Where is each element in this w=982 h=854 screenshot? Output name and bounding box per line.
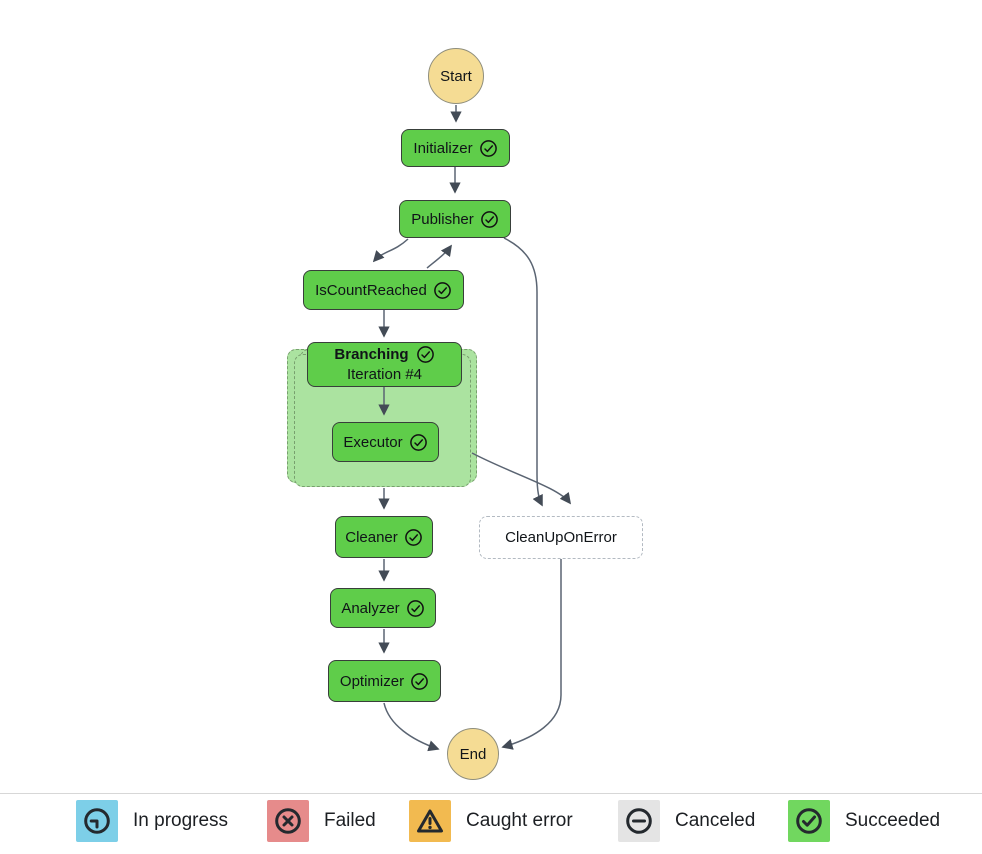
edge-group-cleanuponerror	[471, 452, 572, 505]
clock-icon	[76, 800, 118, 842]
status-succeeded-icon	[406, 599, 425, 618]
node-label: Analyzer	[341, 599, 400, 617]
legend-item-in-progress: In progress	[76, 800, 228, 842]
warning-triangle-icon	[409, 800, 451, 842]
check-circle-icon	[788, 800, 830, 842]
status-succeeded-icon	[410, 672, 429, 691]
edge-publisher-cleanuponerror	[503, 237, 543, 507]
node-sublabel: Iteration #4	[346, 365, 423, 383]
node-label: Executor	[343, 433, 403, 451]
node-label: CleanUpOnError	[505, 529, 617, 546]
status-succeeded-icon	[404, 528, 423, 547]
status-succeeded-icon	[409, 433, 428, 452]
node-label: End	[459, 745, 487, 763]
node-branching[interactable]: Branching Iteration #4	[307, 342, 462, 387]
node-label: Branching	[334, 345, 409, 363]
status-succeeded-icon	[480, 210, 499, 229]
minus-circle-icon	[618, 800, 660, 842]
legend-label: Succeeded	[845, 810, 941, 831]
node-label: Initializer	[413, 139, 473, 157]
graph-edges	[372, 105, 572, 752]
legend-label: Canceled	[675, 810, 756, 831]
node-end[interactable]: End	[447, 728, 499, 780]
node-start[interactable]: Start	[428, 48, 484, 104]
node-analyzer[interactable]: Analyzer	[330, 588, 436, 628]
node-label: Cleaner	[345, 528, 398, 546]
legend-item-caught-error: Caught error	[409, 800, 573, 842]
node-label: Start	[440, 67, 472, 85]
legend-item-failed: Failed	[267, 800, 376, 842]
node-cleanuponerror[interactable]: CleanUpOnError	[479, 516, 643, 559]
edge-iscountreached-publisher	[426, 244, 452, 269]
node-publisher[interactable]: Publisher	[399, 200, 511, 238]
node-initializer[interactable]: Initializer	[401, 129, 510, 167]
legend-divider	[0, 793, 982, 794]
legend-item-succeeded: Succeeded	[788, 800, 940, 842]
node-optimizer[interactable]: Optimizer	[328, 660, 441, 702]
status-legend: In progress Failed Caught error Canceled…	[0, 794, 982, 854]
edge-publisher-iscountreached	[372, 238, 409, 263]
legend-label: In progress	[133, 810, 229, 831]
edge-optimizer-end	[383, 702, 440, 752]
node-label: Optimizer	[339, 672, 405, 690]
x-circle-icon	[267, 800, 309, 842]
legend-label: Failed	[324, 810, 376, 831]
node-label: Publisher	[411, 210, 474, 228]
edge-cleanuponerror-end	[501, 559, 562, 750]
legend-item-canceled: Canceled	[618, 800, 755, 842]
node-cleaner[interactable]: Cleaner	[335, 516, 433, 558]
status-succeeded-icon	[416, 345, 435, 364]
node-label: IsCountReached	[315, 281, 427, 299]
node-executor[interactable]: Executor	[332, 422, 439, 462]
status-succeeded-icon	[433, 281, 452, 300]
workflow-graph: Start Initializer Publisher IsCountReach…	[287, 48, 643, 780]
status-succeeded-icon	[479, 139, 498, 158]
node-iscountreached[interactable]: IsCountReached	[303, 270, 464, 310]
legend-label: Caught error	[466, 810, 573, 831]
